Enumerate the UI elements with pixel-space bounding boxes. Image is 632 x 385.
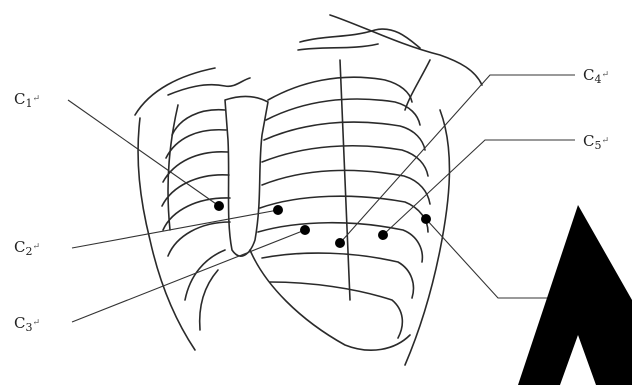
label-c1: C1↵ <box>14 90 40 110</box>
label-c3: C3↵ <box>14 314 40 334</box>
left-rib-2 <box>166 130 226 158</box>
sternum <box>225 96 268 256</box>
left-rib-3 <box>163 152 228 182</box>
right-clavicle <box>298 29 420 50</box>
watermark-stroke <box>518 205 632 385</box>
left-rib-6 <box>168 222 230 256</box>
right-shoulder-outline <box>330 15 482 365</box>
label-c2: C2↵ <box>14 238 40 258</box>
left-shoulder-outline <box>135 68 215 350</box>
electrode-dot-c6 <box>421 214 431 224</box>
left-rib-1 <box>172 110 225 135</box>
left-clavicle <box>168 78 250 95</box>
right-rib-9 <box>270 282 402 338</box>
electrode-dot-c2 <box>273 205 283 215</box>
right-rib-1 <box>268 77 412 102</box>
leader-line-c1 <box>68 100 219 206</box>
leader-line-c2 <box>72 210 278 248</box>
electrode-dot-c3 <box>300 225 310 235</box>
costal-margin <box>250 250 410 350</box>
right-rib-8 <box>262 253 413 298</box>
electrode-dots <box>214 201 431 248</box>
torso-drawing <box>135 15 482 365</box>
left-rib-8 <box>200 270 218 330</box>
midline <box>340 60 350 300</box>
label-c5: C5↵ <box>583 132 609 152</box>
leader-line-c3 <box>72 230 305 322</box>
electrode-dot-c1 <box>214 201 224 211</box>
electrode-dot-c4 <box>335 238 345 248</box>
electrode-dot-c5 <box>378 230 388 240</box>
label-c4: C4↵ <box>583 66 609 86</box>
